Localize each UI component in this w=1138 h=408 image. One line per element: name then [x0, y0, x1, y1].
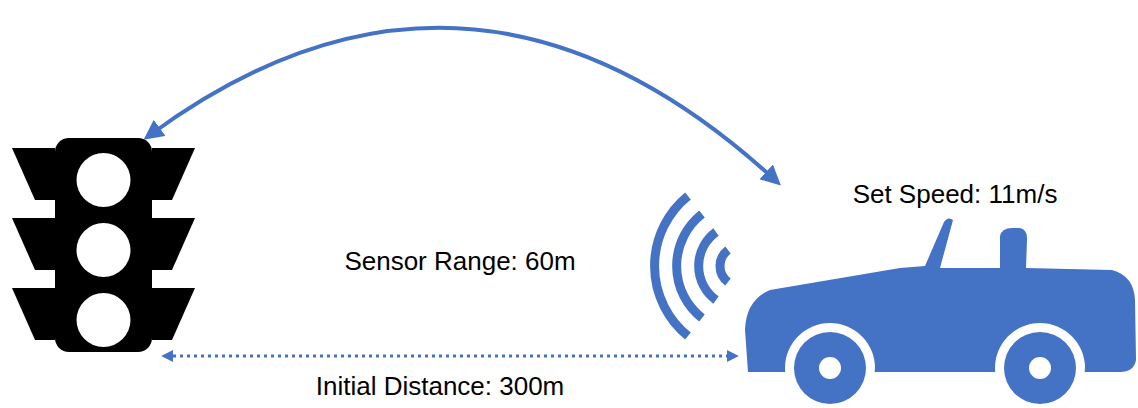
- communication-arrow: [150, 28, 775, 180]
- text-label: Initial Distance: 300m: [316, 372, 565, 402]
- traffic-light: [12, 138, 195, 352]
- car: [745, 218, 1136, 408]
- sensor-waves: [655, 196, 728, 336]
- text-label: Set Speed: 11m/s: [853, 180, 1058, 210]
- text-label: Sensor Range: 60m: [344, 247, 575, 277]
- distance-line: [166, 355, 734, 358]
